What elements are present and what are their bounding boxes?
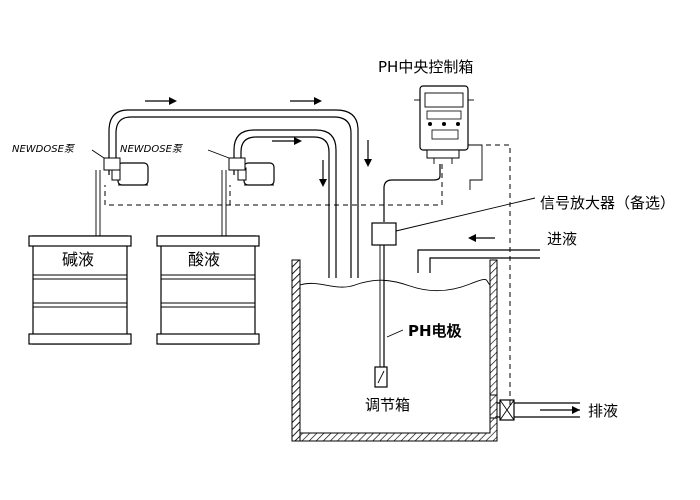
amplifier-cable	[383, 164, 441, 222]
tank-label: 调节箱	[365, 396, 410, 414]
alkali-drum	[28, 235, 132, 345]
drain-pipe	[497, 399, 580, 421]
inlet-label: 进液	[547, 230, 577, 248]
acid-dosing-pipe	[233, 129, 337, 278]
inlet-pipe	[417, 234, 540, 273]
alkali-drum-label: 碱液	[62, 250, 94, 269]
signal-amplifier	[371, 197, 536, 246]
electrode-label: PH电极	[408, 322, 463, 340]
alkali-pump	[91, 149, 149, 240]
alkali-dosing-pipe	[108, 97, 372, 278]
amplifier-label: 信号放大器（备选）	[540, 194, 675, 212]
controller-label: PH中央控制箱	[378, 58, 473, 76]
acid-pump	[207, 149, 275, 240]
drain-label: 排液	[588, 402, 618, 420]
ph-electrode	[374, 245, 404, 388]
regulating-tank	[291, 259, 498, 442]
acid-drum-label: 酸液	[188, 250, 220, 269]
acid-drum	[156, 235, 260, 345]
control-signal-lines	[104, 144, 511, 405]
pump-right-label: NEWDOSE泵	[120, 144, 184, 155]
pump-left-label: NEWDOSE泵	[12, 144, 76, 155]
ph-control-box	[414, 85, 474, 164]
